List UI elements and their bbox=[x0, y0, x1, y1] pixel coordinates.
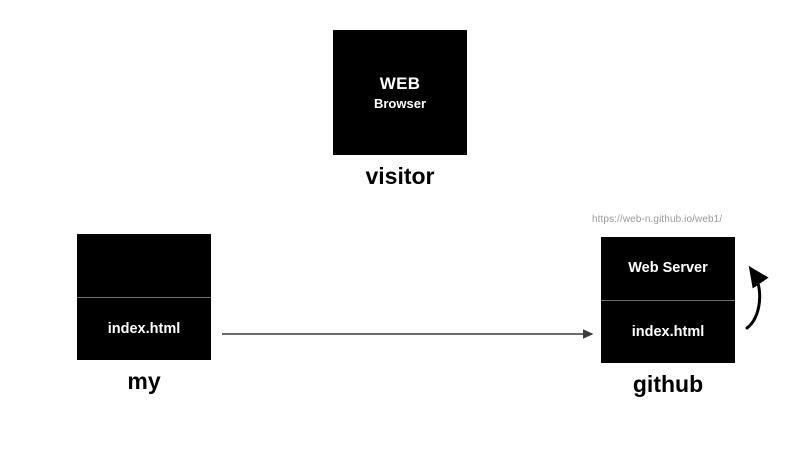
web-browser-text-stack: WEB Browser bbox=[374, 73, 426, 113]
caption-my: my bbox=[127, 368, 161, 394]
github-url-label[interactable]: https://web-n.github.io/web1/ bbox=[592, 214, 723, 225]
github-web-server-label: Web Server bbox=[628, 260, 708, 277]
github-web-server-section: Web Server bbox=[601, 237, 735, 301]
web-browser-line1: WEB bbox=[379, 73, 421, 93]
my-local-index-html-label: index.html bbox=[107, 320, 181, 337]
arrow-right-icon bbox=[222, 329, 594, 339]
github-index-html-section: index.html bbox=[601, 301, 735, 364]
github-index-html-label: index.html bbox=[631, 323, 705, 340]
my-local-top-section bbox=[77, 234, 211, 298]
node-web-browser[interactable]: WEB Browser bbox=[333, 30, 467, 155]
node-my-local[interactable]: index.html bbox=[77, 234, 211, 360]
node-github[interactable]: Web Server index.html bbox=[601, 237, 735, 363]
caption-visitor: visitor bbox=[365, 163, 435, 189]
web-browser-line2: Browser bbox=[373, 96, 427, 111]
my-local-bottom-section: index.html bbox=[77, 298, 211, 361]
curved-arrow-up-icon bbox=[745, 265, 769, 330]
web-browser-body: WEB Browser bbox=[333, 30, 467, 155]
caption-github: github bbox=[632, 371, 704, 397]
